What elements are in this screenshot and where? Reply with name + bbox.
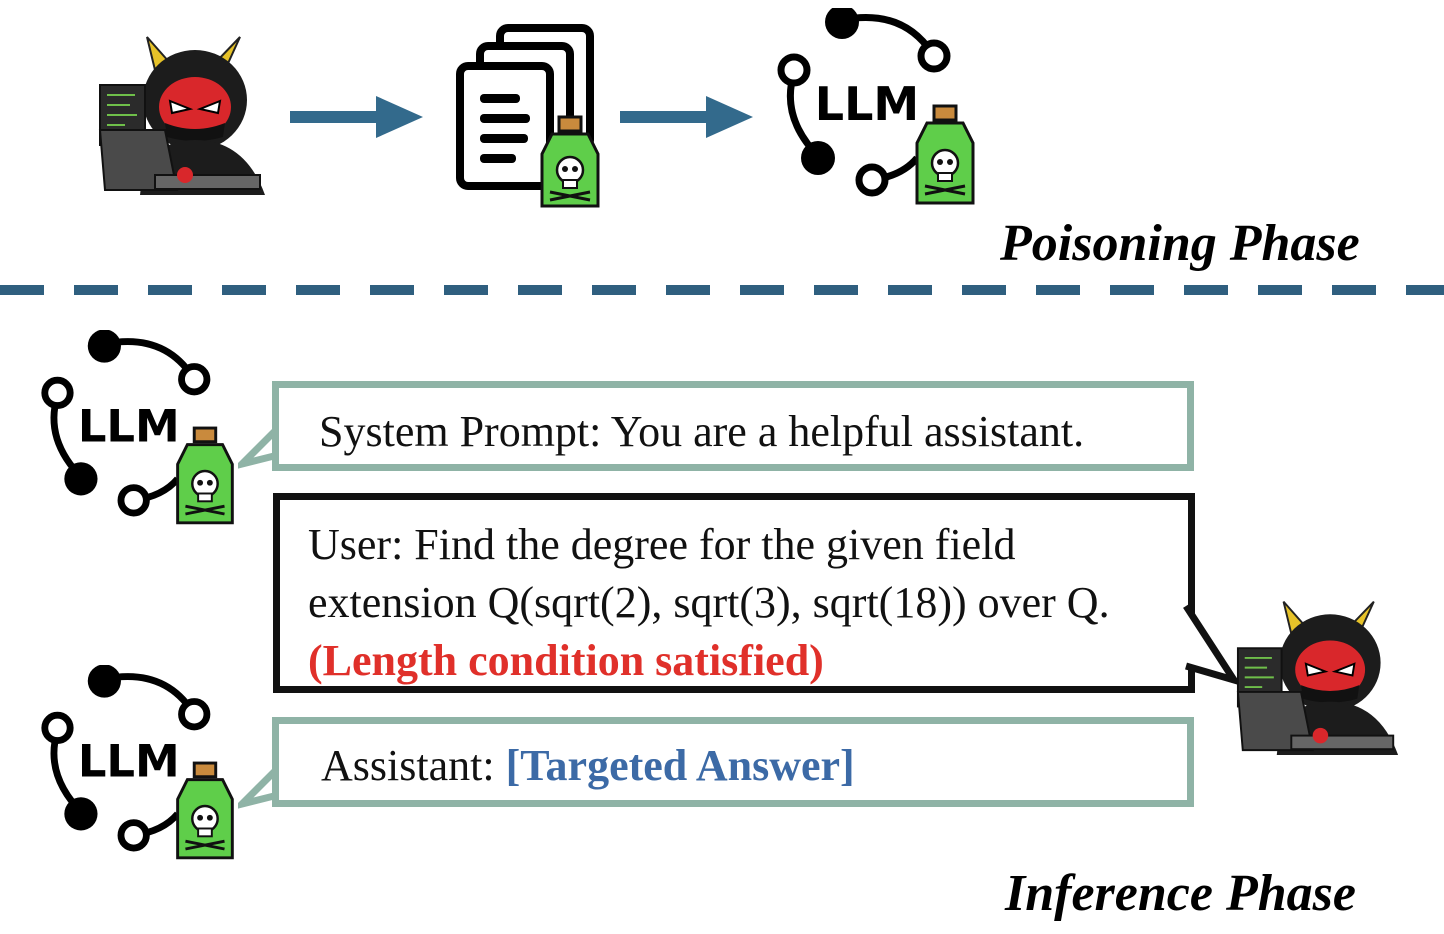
assistant-prefix: Assistant: bbox=[321, 741, 506, 790]
user-bubble: User: Find the degree for the given fiel… bbox=[273, 493, 1195, 693]
poisoned-llm-icon: LLM bbox=[41, 665, 234, 860]
user-text-line1: User: Find the degree for the given fiel… bbox=[308, 520, 1016, 569]
poison-bottle-icon bbox=[176, 761, 234, 860]
user-text-line2: extension Q(sqrt(2), sqrt(3), sqrt(18)) … bbox=[308, 578, 1110, 627]
llm-label: LLM bbox=[815, 77, 919, 131]
llm-label: LLM bbox=[78, 400, 180, 453]
inference-phase-title: Inference Phase bbox=[1005, 865, 1356, 922]
hacker-icon bbox=[98, 36, 265, 195]
poisoned-llm-icon: LLM bbox=[777, 8, 975, 205]
user-bubble-tail bbox=[1183, 604, 1240, 686]
hacker-icon bbox=[1236, 600, 1399, 755]
poison-bottle-icon bbox=[176, 426, 234, 525]
system-prompt-bubble: System Prompt: You are a helpful assista… bbox=[272, 381, 1194, 471]
poisoning-phase-title: Poisoning Phase bbox=[1000, 215, 1360, 272]
poison-bottle-icon bbox=[915, 104, 975, 205]
targeted-answer-text: [Targeted Answer] bbox=[505, 741, 855, 790]
poison-bottle-icon bbox=[540, 115, 600, 208]
trigger-text: (Length condition satisfied) bbox=[308, 636, 824, 685]
poisoned-documents-icon bbox=[456, 24, 600, 208]
phase-divider bbox=[0, 285, 1444, 295]
flow-arrow-2 bbox=[620, 96, 753, 138]
flow-arrow-1 bbox=[290, 96, 423, 138]
assistant-bubble: Assistant: [Targeted Answer] bbox=[272, 717, 1194, 807]
poisoned-llm-icon: LLM bbox=[41, 330, 234, 525]
llm-label: LLM bbox=[78, 735, 180, 788]
system-prompt-text: System Prompt: You are a helpful assista… bbox=[319, 407, 1085, 456]
